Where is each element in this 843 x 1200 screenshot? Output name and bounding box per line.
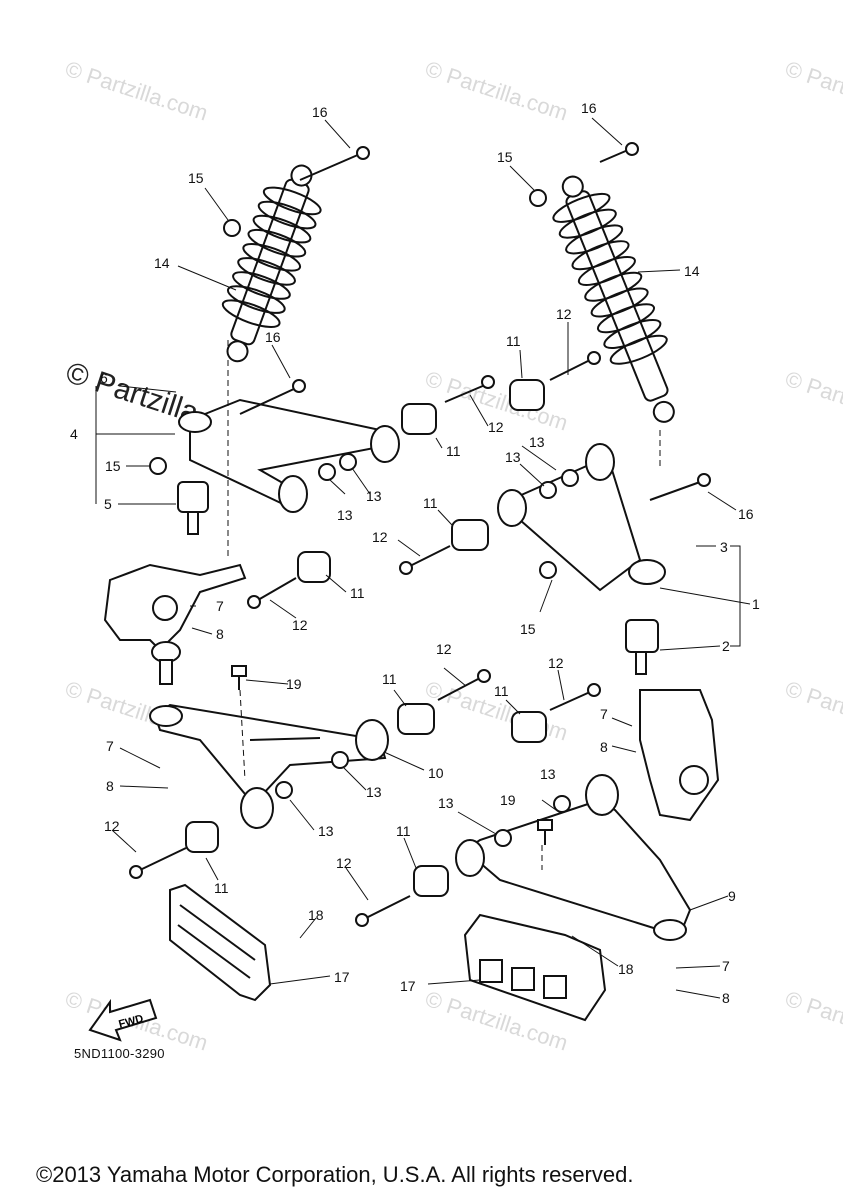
upper-arm-right bbox=[497, 443, 666, 592]
knuckle-left bbox=[103, 563, 247, 652]
nut-15-right bbox=[529, 189, 547, 207]
bushing-set-lower bbox=[129, 669, 601, 927]
callout-17: 17 bbox=[334, 969, 350, 985]
callout-12: 12 bbox=[488, 419, 504, 435]
callout-11: 11 bbox=[506, 333, 521, 349]
bushing-set-upper bbox=[247, 351, 601, 609]
callout-11: 11 bbox=[446, 443, 461, 459]
callout-11: 11 bbox=[396, 823, 411, 839]
guard-left bbox=[169, 883, 272, 1002]
nut-15-left bbox=[223, 219, 241, 237]
callout-19: 19 bbox=[500, 792, 516, 808]
callout-10: 10 bbox=[428, 765, 444, 781]
callout-13: 13 bbox=[337, 507, 353, 523]
callout-12: 12 bbox=[104, 818, 120, 834]
callout-13: 13 bbox=[366, 784, 382, 800]
callout-13: 13 bbox=[438, 795, 454, 811]
part-code: 5ND1100-3290 bbox=[74, 1046, 165, 1061]
lower-arm-right bbox=[455, 774, 692, 941]
callout-11: 11 bbox=[214, 880, 229, 896]
callout-14: 14 bbox=[154, 255, 170, 271]
leader-lines bbox=[95, 117, 751, 999]
shock-absorber-right bbox=[549, 175, 675, 423]
callout-7: 7 bbox=[600, 706, 608, 722]
knuckle-right bbox=[639, 689, 720, 822]
lower-arm-left bbox=[149, 703, 389, 829]
guard-right bbox=[463, 913, 607, 1022]
bolt-16-right bbox=[599, 142, 639, 163]
callout-11: 11 bbox=[423, 495, 438, 511]
callout-14: 14 bbox=[684, 263, 700, 279]
upper-arm-left bbox=[178, 398, 400, 513]
bolt-16-upper-right bbox=[649, 473, 711, 501]
callout-8: 8 bbox=[106, 778, 114, 794]
callout-15: 15 bbox=[520, 621, 536, 637]
callout-13: 13 bbox=[540, 766, 556, 782]
bolt-19-left bbox=[231, 665, 247, 690]
callout-7: 7 bbox=[216, 598, 224, 614]
ball-joint-2 bbox=[625, 619, 659, 675]
callout-15: 15 bbox=[105, 458, 121, 474]
callout-2: 2 bbox=[722, 638, 730, 654]
callout-labels: 16 15 14 16 15 14 16 6 4 15 5 11 12 11 1… bbox=[70, 100, 760, 1006]
callout-16: 16 bbox=[265, 329, 281, 345]
callout-8: 8 bbox=[722, 990, 730, 1006]
callout-13: 13 bbox=[318, 823, 334, 839]
nut-15-upper-left bbox=[149, 457, 167, 475]
callout-19: 19 bbox=[286, 676, 302, 692]
callout-7: 7 bbox=[722, 958, 730, 974]
ball-joint-lower-left bbox=[151, 641, 181, 685]
callout-16: 16 bbox=[581, 100, 597, 116]
callout-13: 13 bbox=[366, 488, 382, 504]
copyright-notice: ©2013 Yamaha Motor Corporation, U.S.A. A… bbox=[36, 1162, 634, 1187]
callout-13: 13 bbox=[529, 434, 545, 450]
callout-3: 3 bbox=[720, 539, 728, 555]
callout-18: 18 bbox=[308, 907, 324, 923]
callout-1: 1 bbox=[752, 596, 760, 612]
callout-12: 12 bbox=[556, 306, 572, 322]
callout-6: 6 bbox=[100, 370, 108, 386]
bolt-19-right bbox=[537, 819, 553, 845]
callout-11: 11 bbox=[382, 671, 397, 687]
callout-17: 17 bbox=[400, 978, 416, 994]
callout-12: 12 bbox=[436, 641, 452, 657]
bolt-16-upper-left bbox=[239, 379, 306, 415]
callout-5: 5 bbox=[104, 496, 112, 512]
callout-16: 16 bbox=[738, 506, 754, 522]
nut-15-upper-right bbox=[539, 561, 557, 579]
callout-9: 9 bbox=[728, 888, 736, 904]
callout-11: 11 bbox=[350, 585, 365, 601]
callout-12: 12 bbox=[548, 655, 564, 671]
callout-11: 11 bbox=[494, 683, 509, 699]
callout-15: 15 bbox=[188, 170, 204, 186]
shock-absorber-left bbox=[218, 164, 325, 363]
callout-8: 8 bbox=[600, 739, 608, 755]
callout-12: 12 bbox=[336, 855, 352, 871]
callout-16: 16 bbox=[312, 104, 328, 120]
callout-8: 8 bbox=[216, 626, 224, 642]
callout-12: 12 bbox=[372, 529, 388, 545]
fwd-arrow bbox=[88, 998, 158, 1042]
callout-7: 7 bbox=[106, 738, 114, 754]
callout-18: 18 bbox=[618, 961, 634, 977]
callout-13: 13 bbox=[505, 449, 521, 465]
callout-15: 15 bbox=[497, 149, 513, 165]
ball-joint-5 bbox=[177, 481, 209, 535]
callout-12: 12 bbox=[292, 617, 308, 633]
callout-4: 4 bbox=[70, 426, 78, 442]
bolt-16-left bbox=[299, 146, 370, 181]
